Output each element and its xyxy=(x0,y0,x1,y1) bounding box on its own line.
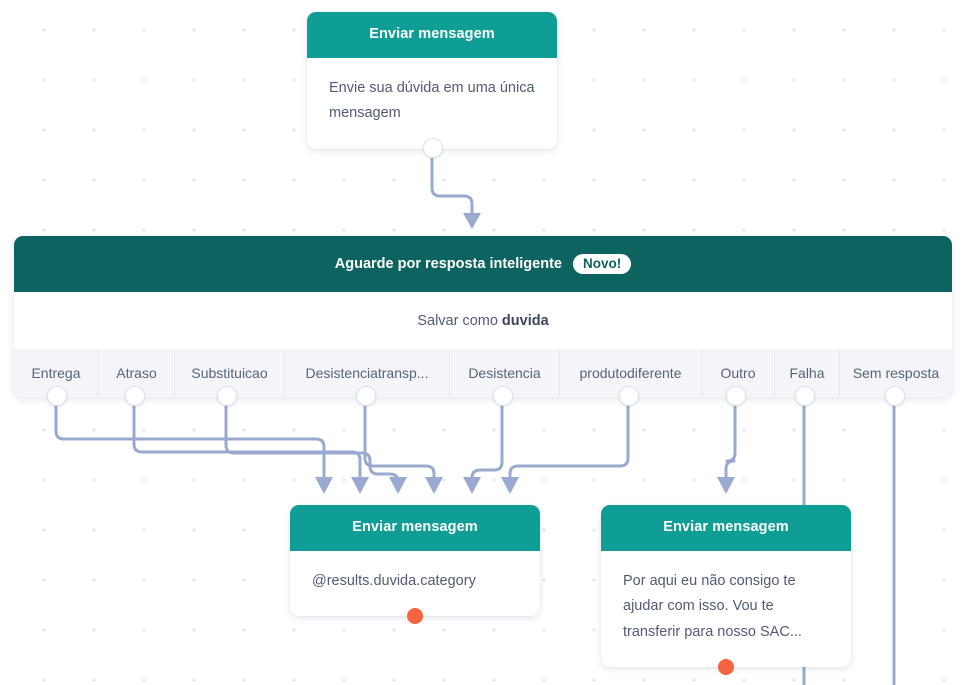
output-cell-substituicao[interactable]: Substituicao xyxy=(174,349,284,397)
edge-arrowhead xyxy=(717,477,735,494)
node-output-port[interactable] xyxy=(423,137,443,158)
output-cell-atraso[interactable]: Atraso xyxy=(98,349,174,397)
node-header: Enviar mensagem xyxy=(307,12,557,58)
new-badge: Novo! xyxy=(572,254,632,274)
node-header: Enviar mensagem xyxy=(601,505,851,551)
edge-arrowhead xyxy=(463,477,481,494)
output-port-desistencia[interactable] xyxy=(493,386,513,406)
node-send-message-right[interactable]: Enviar mensagem Por aqui eu não consigo … xyxy=(601,505,851,676)
save-as-label: Salvar como xyxy=(417,312,498,329)
node-send-message-left[interactable]: Enviar mensagem @results.duvida.category xyxy=(290,505,540,625)
edge-atraso xyxy=(132,402,362,478)
output-cell-produtodiferente[interactable]: produtodiferente xyxy=(559,349,701,397)
output-cell-sem-resposta[interactable]: Sem resposta xyxy=(839,349,952,397)
output-port-atraso[interactable] xyxy=(125,386,145,406)
node-output-port-unlinked[interactable] xyxy=(718,659,734,676)
node-header: Aguarde por resposta inteligente Novo! xyxy=(14,236,952,292)
node-send-message-top[interactable]: Enviar mensagem Envie sua dúvida em uma … xyxy=(307,12,557,158)
output-port-produtodiferente[interactable] xyxy=(619,386,639,406)
node-smart-answer[interactable]: Aguarde por resposta inteligente Novo! S… xyxy=(14,236,952,406)
output-port-entrega[interactable] xyxy=(47,386,67,406)
output-cell-desistencia[interactable]: Desistencia xyxy=(449,349,559,397)
output-cell-outro[interactable]: Outro xyxy=(701,349,774,397)
edge-entrega xyxy=(54,402,326,478)
output-cell-falha[interactable]: Falha xyxy=(774,349,839,397)
output-port-sem-resposta[interactable] xyxy=(885,386,905,406)
node-header-title: Aguarde por resposta inteligente xyxy=(334,256,562,272)
edge-produtodiferente xyxy=(508,402,630,478)
save-as-row: Salvar como duvida xyxy=(14,292,952,349)
edge-arrowhead xyxy=(315,477,333,494)
edge-desistenciatransp xyxy=(363,402,436,478)
save-as-variable: duvida xyxy=(501,312,549,329)
output-port-falha[interactable] xyxy=(795,386,815,406)
output-cell-desistenciatransp[interactable]: Desistenciatransp... xyxy=(284,349,449,397)
node-body-text: Envie sua dúvida em uma única mensagem xyxy=(329,79,535,122)
output-port-outro[interactable] xyxy=(726,386,746,406)
node-body-text: @results.duvida.category xyxy=(312,572,476,589)
output-port-desistenciatransp[interactable] xyxy=(356,386,376,406)
outputs-row: Entrega Atraso Substituicao Desistenciat… xyxy=(14,349,952,397)
edge-substituicao xyxy=(224,402,400,484)
edge-arrowhead xyxy=(351,477,369,494)
node-header: Enviar mensagem xyxy=(290,505,540,551)
output-cell-entrega[interactable]: Entrega xyxy=(31,365,81,381)
output-port-substituicao[interactable] xyxy=(217,386,237,406)
node-body-text: Por aqui eu não consigo te ajudar com is… xyxy=(623,572,802,640)
node-output-port-unlinked[interactable] xyxy=(407,608,423,625)
edge-top-to-smart xyxy=(430,152,474,214)
edge-arrowhead xyxy=(501,477,519,494)
edge-desistencia xyxy=(470,402,504,479)
edge-arrowhead xyxy=(463,213,481,229)
edge-arrowhead xyxy=(389,477,407,494)
edge-outro xyxy=(724,402,737,478)
edge-arrowhead xyxy=(425,477,443,494)
